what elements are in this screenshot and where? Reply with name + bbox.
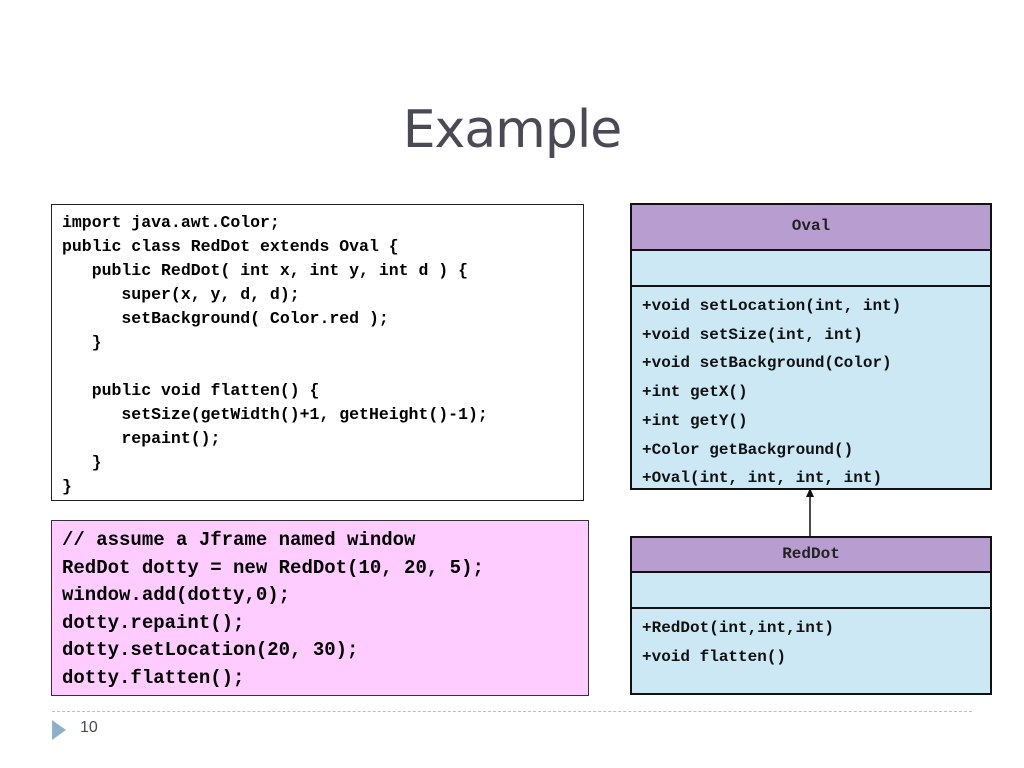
usage-line: RedDot dotty = new RedDot(10, 20, 5); — [62, 556, 484, 579]
uml-class-name: Oval — [632, 205, 990, 251]
code-line: setSize(getWidth()+1, getHeight()-1); — [62, 405, 488, 424]
uml-method: +void setBackground(Color) — [642, 354, 892, 373]
uml-methods: +RedDot(int,int,int) +void flatten() — [632, 609, 990, 671]
usage-line: window.add(dotty,0); — [62, 584, 291, 606]
usage-line: dotty.setLocation(20, 30); — [62, 639, 359, 661]
uml-class-name: RedDot — [632, 538, 990, 573]
uml-method: +void setSize(int, int) — [642, 325, 863, 344]
code-line — [62, 355, 583, 379]
page-number: 10 — [80, 719, 98, 736]
uml-attributes — [632, 573, 990, 609]
uml-method: +void flatten() — [642, 647, 787, 666]
uml-methods: +void setLocation(int, int) +void setSiz… — [632, 287, 990, 493]
usage-code: // assume a Jframe named window RedDot d… — [51, 520, 589, 696]
code-line: super(x, y, d, d); — [62, 285, 300, 304]
inheritance-arrow — [806, 488, 814, 538]
reddot-class-code: import java.awt.Color; public class RedD… — [51, 204, 584, 501]
slide-title: Example — [402, 100, 623, 160]
code-line: } — [62, 477, 72, 496]
uml-attributes — [632, 251, 990, 287]
uml-method: +int getY() — [642, 411, 748, 430]
uml-class-oval: Oval +void setLocation(int, int) +void s… — [630, 203, 992, 490]
code-line: setBackground( Color.red ); — [62, 309, 389, 328]
footer-divider — [52, 711, 972, 712]
code-line: public class RedDot extends Oval { — [62, 237, 399, 256]
uml-class-reddot: RedDot +RedDot(int,int,int) +void flatte… — [630, 536, 992, 695]
code-line: public RedDot( int x, int y, int d ) { — [62, 261, 468, 280]
code-line: public void flatten() { — [62, 381, 320, 400]
usage-line: // assume a Jframe named window — [62, 529, 416, 551]
code-line: repaint(); — [62, 429, 221, 448]
uml-method: +RedDot(int,int,int) — [642, 619, 835, 637]
code-line: import java.awt.Color; — [62, 213, 280, 232]
usage-line: dotty.repaint(); — [62, 611, 245, 634]
uml-method: +Color getBackground() — [642, 440, 854, 459]
uml-method: +void setLocation(int, int) — [642, 297, 902, 315]
code-line: } — [62, 333, 102, 352]
uml-method: +Oval(int, int, int, int) — [642, 469, 883, 488]
usage-line: dotty.flatten(); — [62, 666, 245, 689]
bullet-arrow-icon — [52, 720, 66, 740]
uml-method: +int getX() — [642, 383, 748, 402]
code-line: } — [62, 453, 102, 472]
